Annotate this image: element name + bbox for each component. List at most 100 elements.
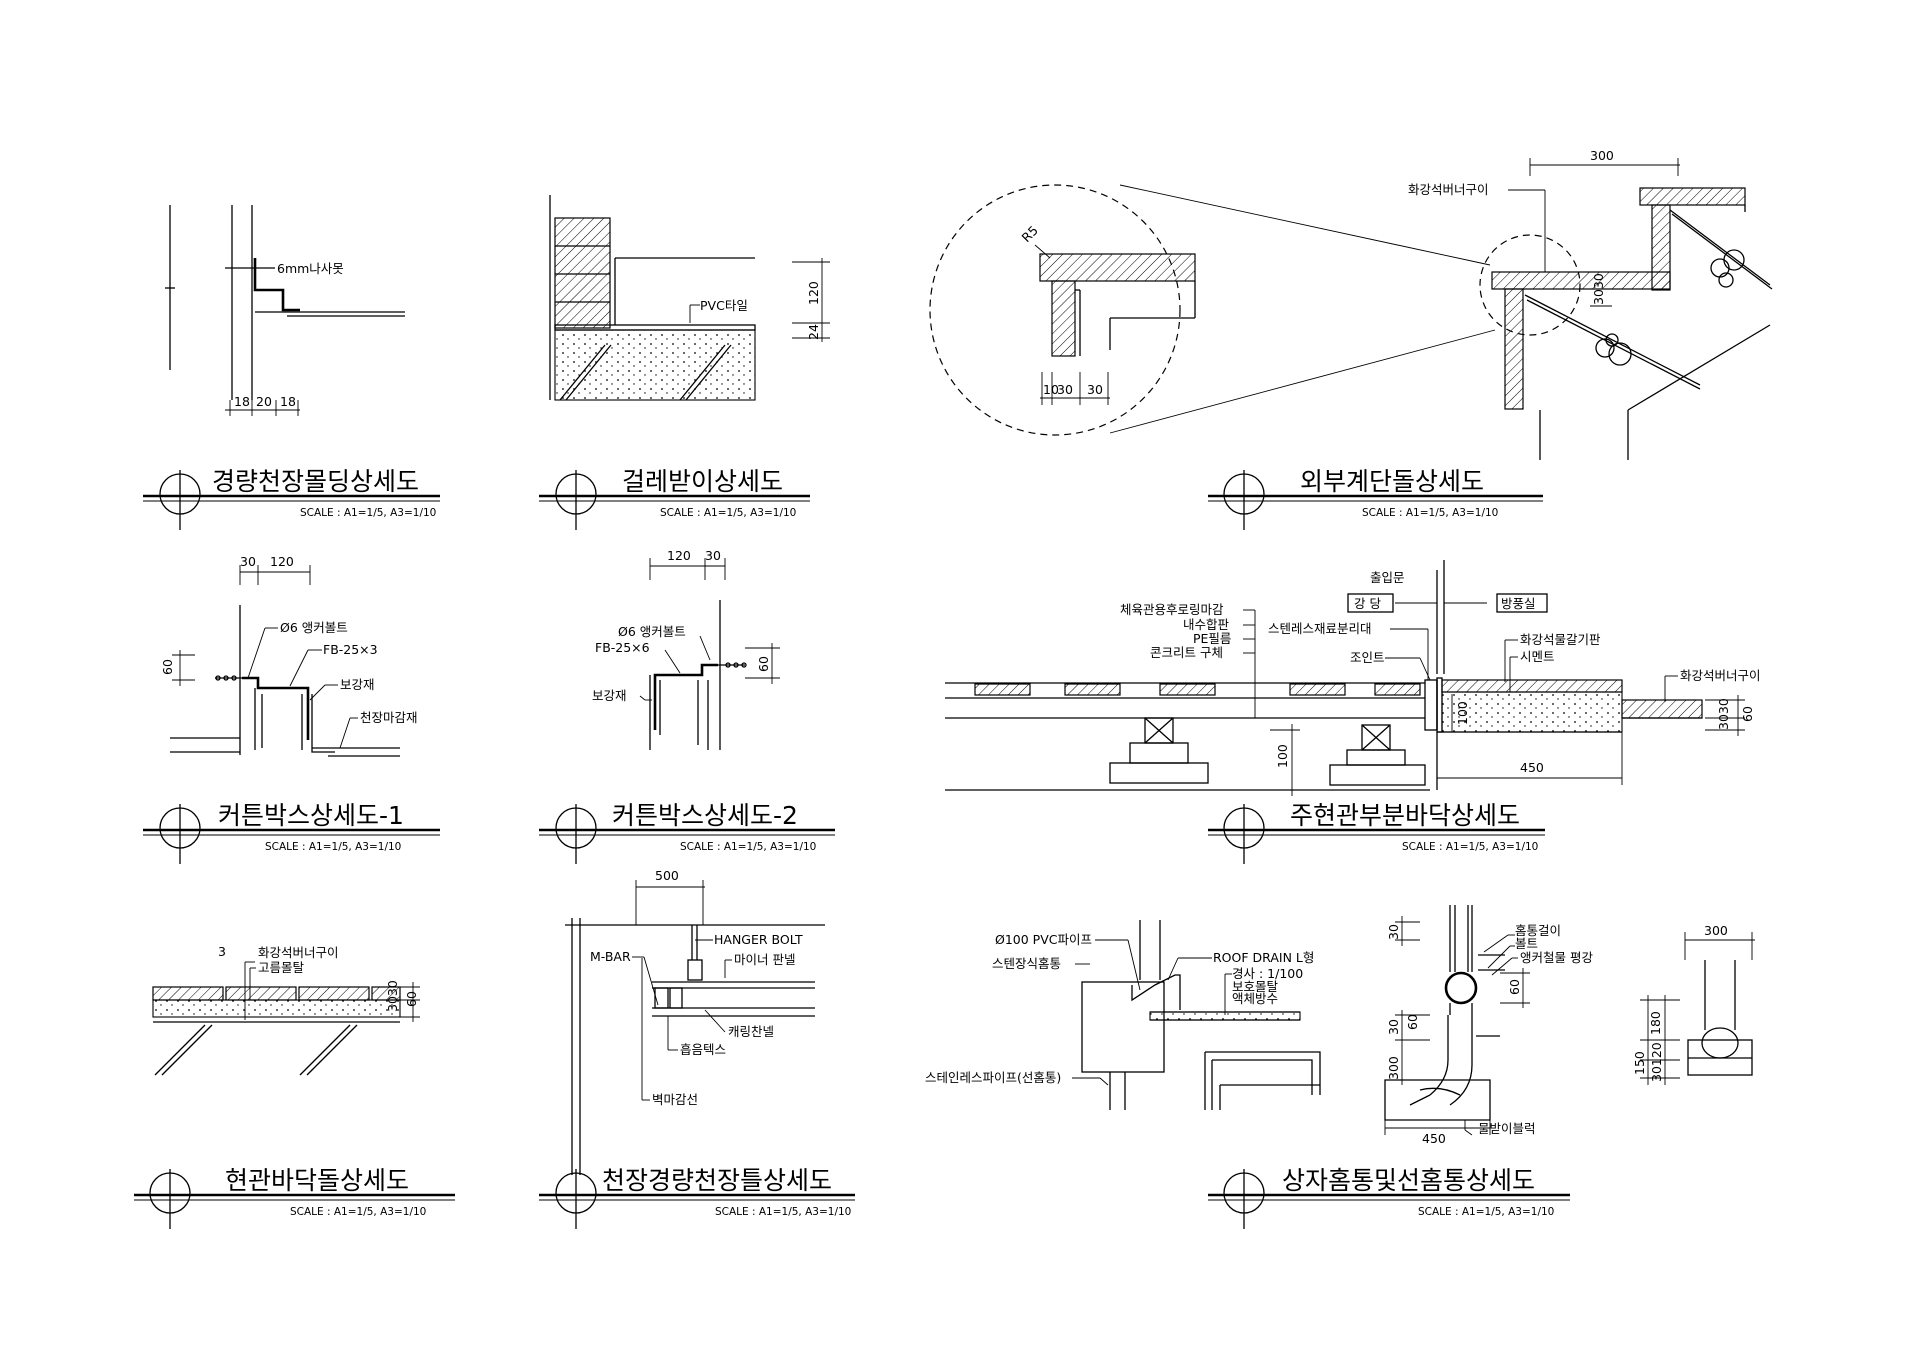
dim-10: 10 (1043, 382, 1059, 397)
label-ceiling-finish: 천장마감재 (360, 710, 418, 725)
label-minor-panel: 마이너 판넬 (734, 952, 795, 967)
dim-20: 20 (256, 394, 272, 409)
dim-60: 60 (160, 659, 175, 675)
dim-60a: 60 (1507, 979, 1522, 995)
label-r5: R5 (1019, 223, 1041, 245)
scale-text: SCALE : A1=1/5, A3=1/10 (290, 1206, 426, 1218)
scale-text: SCALE : A1=1/5, A3=1/10 (715, 1206, 851, 1218)
dim-500: 500 (655, 868, 679, 883)
dim-3: 3 (218, 944, 226, 959)
dim-120: 120 (806, 281, 821, 305)
label-concrete: 콘크리트 구체 (1150, 645, 1223, 660)
dim-3030: 3030 (385, 980, 400, 1012)
label-pe-film: PE필름 (1193, 631, 1231, 646)
label-carrying-channel: 캐링찬넬 (728, 1024, 774, 1039)
label-slope: 경사 : 1/100 (1232, 966, 1303, 981)
title-entrance-floor-stone: 현관바닥돌상세도 (225, 1166, 409, 1195)
scale-text: SCALE : A1=1/5, A3=1/10 (1418, 1206, 1554, 1218)
dim-24: 24 (806, 324, 821, 340)
dim-60: 60 (756, 656, 771, 672)
label-lecture-hall: 강 당 (1354, 596, 1381, 611)
title-curtain-box-2: 커튼박스상세도-2 (612, 801, 798, 830)
dim-30a: 30 (1057, 382, 1073, 397)
dim-180: 180 (1648, 1011, 1663, 1035)
detail-gutter-downspout: Ø100 PVC파이프 스텐장식홈통 ROOF DRAIN L형 경사 : 1/… (925, 905, 1755, 1146)
label-anchor-bolt: Ø6 앵커볼트 (618, 624, 686, 639)
title-exterior-stair: 외부계단돌상세도 (1300, 467, 1484, 496)
title-block-4: 커튼박스상세도-1 SCALE : A1=1/5, A3=1/10 (143, 801, 440, 864)
label-reinforce: 보강재 (340, 677, 375, 692)
label-entrance-door: 출입문 (1370, 570, 1405, 585)
detail-curtain-box-1: 30 120 60 Ø6 앵커볼트 FB-25×3 보강재 천장마감재 (160, 554, 418, 757)
label-liquid-waterproof: 액체방수 (1232, 991, 1278, 1006)
label-pvc-tile: PVC타일 (700, 298, 748, 313)
label-cement: 시멘트 (1520, 649, 1555, 664)
title-gutter-downspout: 상자홈통및선홈통상세도 (1282, 1166, 1535, 1195)
title-ceiling-molding: 경량천장몰딩상세도 (212, 467, 419, 496)
dim-30120: 30120 (1649, 1042, 1664, 1082)
label-m-bar: M-BAR (590, 949, 631, 964)
title-block-3: 외부계단돌상세도 SCALE : A1=1/5, A3=1/10 (1208, 467, 1543, 530)
detail-baseboard: PVC타일 120 24 (549, 195, 830, 401)
label-pvc-pipe: Ø100 PVC파이프 (995, 932, 1092, 947)
title-block-7: 현관바닥돌상세도 SCALE : A1=1/5, A3=1/10 (134, 1166, 455, 1229)
title-block-8: 천장경량천장틀상세도 SCALE : A1=1/5, A3=1/10 (539, 1166, 855, 1229)
label-anchor-strap: 앵커철물 평강 (1520, 950, 1593, 965)
dim-60: 60 (1740, 706, 1755, 722)
title-block-9: 상자홈통및선홈통상세도 SCALE : A1=1/5, A3=1/10 (1208, 1166, 1570, 1229)
label-fb-25x6: FB-25×6 (595, 640, 650, 655)
dim-100b: 100 (1455, 701, 1470, 725)
title-block-6: 주현관부분바닥상세도 SCALE : A1=1/5, A3=1/10 (1208, 801, 1545, 864)
dim-300b: 300 (1704, 923, 1728, 938)
title-light-ceiling-frame: 천장경량천장틀상세도 (602, 1166, 832, 1195)
label-splash-block: 물받이블럭 (1478, 1121, 1536, 1136)
dim-120: 120 (270, 554, 294, 569)
detail-curtain-box-2: 120 30 60 Ø6 앵커볼트 FB-25×6 보강재 (592, 548, 780, 750)
title-block-2: 걸레받이상세도 SCALE : A1=1/5, A3=1/10 (539, 467, 810, 530)
dim-60b: 60 (1405, 1014, 1420, 1030)
detail-entrance-floor-stone: 3 화강석버너구이 고름몰탈 3030 60 (152, 944, 420, 1076)
dim-18a: 18 (234, 394, 250, 409)
title-block-1: 경량천장몰딩상세도 SCALE : A1=1/5, A3=1/10 (143, 467, 440, 530)
scale-text: SCALE : A1=1/5, A3=1/10 (660, 507, 796, 519)
dim-300a: 300 (1386, 1056, 1401, 1080)
dim-30b: 30 (1087, 382, 1103, 397)
detail-main-entrance-floor: 출입문 강 당 방풍실 체육관용후로링마감 내수합판 PE필름 콘크리트 구체 … (945, 560, 1761, 796)
label-stainless-gutter: 스텐장식홈통 (992, 956, 1061, 971)
dim-150: 150 (1632, 1051, 1647, 1075)
dim-30: 30 (1386, 924, 1401, 940)
scale-text: SCALE : A1=1/5, A3=1/10 (680, 841, 816, 853)
label-stainless-separator: 스텐레스재료분리대 (1268, 621, 1372, 636)
scale-text: SCALE : A1=1/5, A3=1/10 (1402, 841, 1538, 853)
label-granite-polished: 화강석물갈기판 (1520, 632, 1601, 647)
label-stainless-pipe: 스테인레스파이프(선홈통) (925, 1070, 1061, 1085)
title-block-5: 커튼박스상세도-2 SCALE : A1=1/5, A3=1/10 (539, 801, 835, 864)
label-windbreak-room: 방풍실 (1501, 596, 1536, 611)
label-absorb-tex: 흡음텍스 (680, 1042, 726, 1057)
label-gutter-hook: 홈통걸이 (1515, 923, 1561, 938)
label-roof-drain: ROOF DRAIN L형 (1213, 950, 1314, 965)
detail-light-ceiling-frame: 500 HANGER BOLT M-BAR 마이너 판넬 캐링찬넬 흡음텍스 벽… (565, 868, 825, 1175)
label-protect-mortar: 보호몰탈 (1232, 979, 1279, 994)
label-fb-25x3: FB-25×3 (323, 642, 378, 657)
dim-18b: 18 (280, 394, 296, 409)
label-waterproof-plywood: 내수합판 (1183, 617, 1230, 632)
scale-text: SCALE : A1=1/5, A3=1/10 (300, 507, 436, 519)
label-screw: 6mm나사못 (277, 261, 344, 276)
dim-60: 60 (404, 991, 419, 1007)
label-hanger-bolt: HANGER BOLT (714, 932, 803, 947)
label-gym-flooring: 체육관용후로링마감 (1120, 602, 1224, 617)
scale-text: SCALE : A1=1/5, A3=1/10 (1362, 507, 1498, 519)
label-bolt: 볼트 (1515, 936, 1538, 951)
dim-300: 300 (1590, 148, 1614, 163)
detail-ceiling-molding: 6mm나사못 18 20 18 (165, 205, 405, 416)
dim-100a: 100 (1275, 744, 1290, 768)
scale-text: SCALE : A1=1/5, A3=1/10 (265, 841, 401, 853)
dim-30b: 30 (1386, 1019, 1401, 1035)
dim-30: 30 (240, 554, 256, 569)
title-main-entrance-floor: 주현관부분바닥상세도 (1290, 801, 1520, 830)
dim-3030: 3030 (1716, 698, 1731, 730)
dim-30: 30 (705, 548, 721, 563)
label-anchor-bolt: Ø6 앵커볼트 (280, 620, 348, 635)
